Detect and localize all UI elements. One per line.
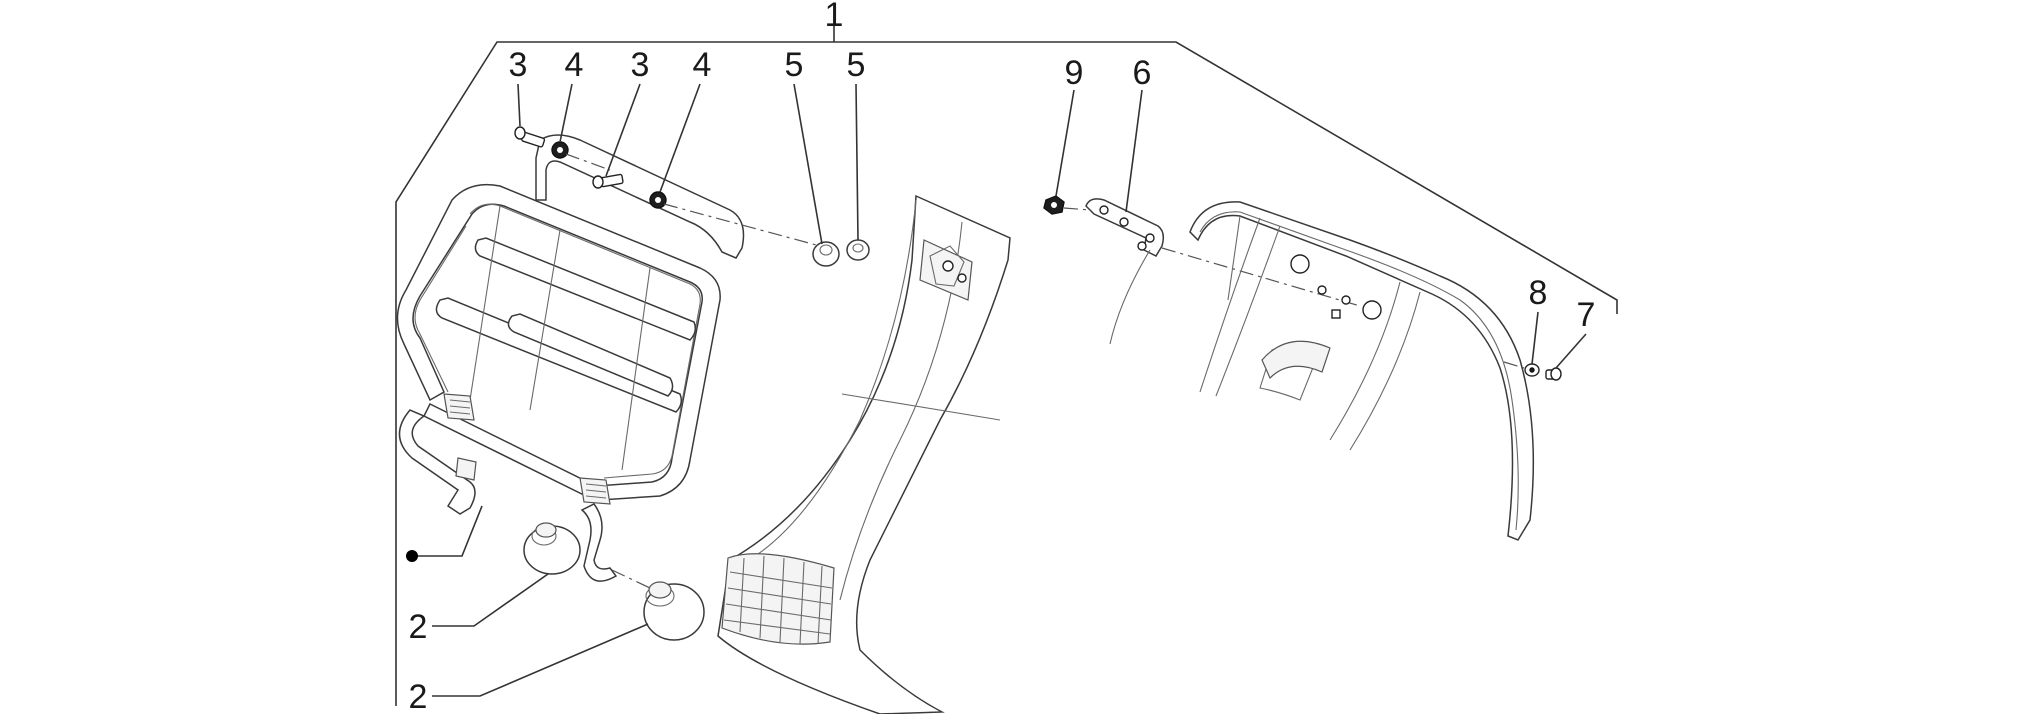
callout-4a: 4 [565,46,584,84]
nut-9 [1043,195,1065,215]
callout-3a: 3 [509,46,528,84]
assembly-bracket [395,26,1618,706]
callout-1: 1 [825,0,844,34]
mounting-bracket-6 [1085,198,1165,257]
callout-7: 7 [1577,296,1596,334]
leg-shield-panel [717,194,1011,714]
rubber-buffer-lower [611,569,705,641]
leader-lines [406,83,1587,697]
callout-6: 6 [1133,54,1152,92]
callout-2a: 2 [409,608,428,646]
callout-4b: 4 [693,46,712,84]
washer-4a [551,141,569,159]
screw-3a [514,126,546,148]
washer-8 [1524,363,1540,377]
reference-dot [406,550,418,562]
callout-5b: 5 [847,46,866,84]
callout-2b: 2 [409,678,428,714]
nut-5a [812,241,840,267]
callout-numbers: 1 3 4 3 4 5 5 9 6 8 7 2 2 [409,0,1596,714]
callout-8: 8 [1529,274,1548,312]
callout-5a: 5 [785,46,804,84]
washer-4b [649,191,667,209]
rear-shield-panel [1109,201,1535,541]
screw-7 [1545,367,1562,381]
rubber-buffer-upper [523,522,581,575]
screw-3b [592,173,624,189]
callout-3b: 3 [631,46,650,84]
nut-5b [846,239,870,261]
luggage-rack [396,134,745,582]
callout-9: 9 [1065,54,1084,92]
